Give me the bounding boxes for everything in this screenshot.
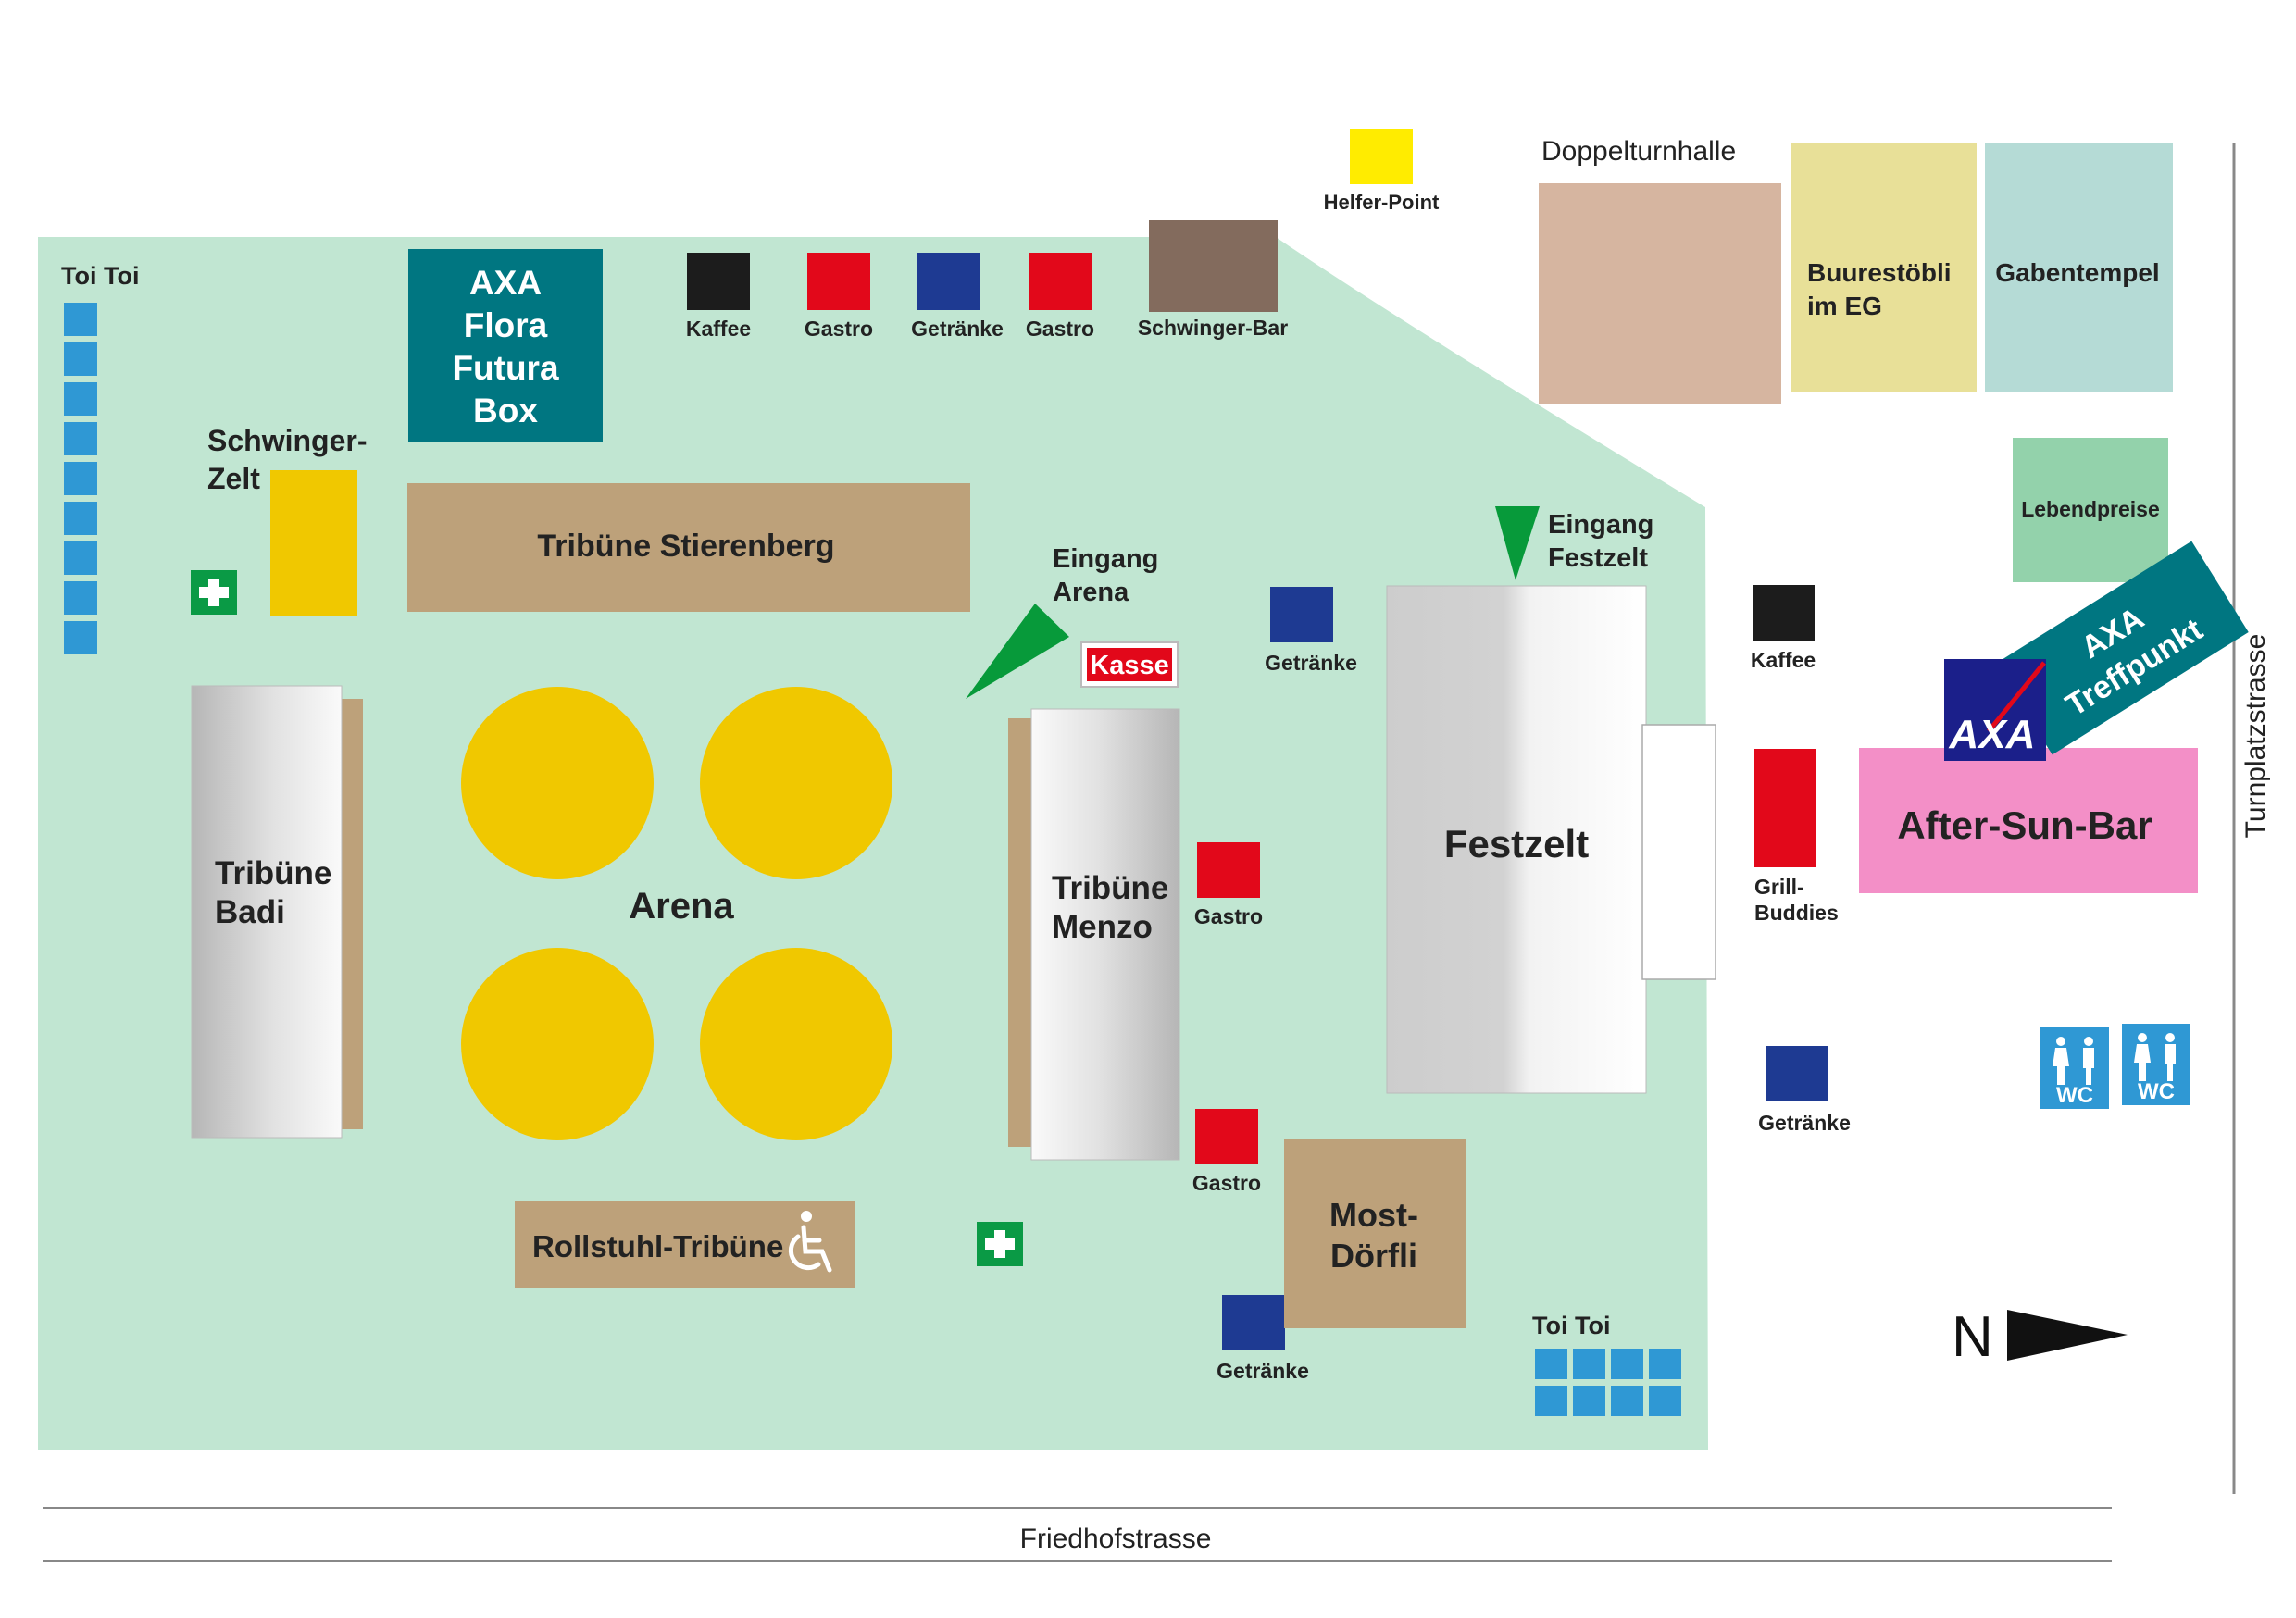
first-aid-lower-icon [977,1222,1023,1266]
getraenke-mid-label: Getränke [1265,651,1357,675]
svg-text:Kasse: Kasse [1090,651,1168,680]
street-friedhofstrasse: Friedhofstrasse [1020,1524,1212,1554]
buurestoebli-label-2: im EG [1807,292,1882,320]
svg-text:WC: WC [2138,1079,2175,1104]
stand-gastro-top-1 [807,253,870,310]
tribuene-badi-label-1: Tribüne [215,855,331,891]
entrance-arena-arrow-icon [966,604,1069,699]
schwinger-bar-label: Schwinger-Bar [1138,316,1288,340]
stand-getraenke-mid [1270,587,1333,642]
arena-rings [461,687,892,1140]
north-label: N [1952,1305,1993,1369]
stand-getraenke-low [1222,1295,1285,1350]
most-doerfli-label-2: Dörfli [1330,1237,1417,1275]
toitoi-right-cabins [1535,1349,1681,1416]
north-arrow-icon [2007,1310,2128,1361]
kaffee-top-label: Kaffee [686,317,751,341]
svg-text:Flora: Flora [464,306,548,344]
wc-icon: WC [2040,1027,2109,1109]
axa-flora-label: AXA Flora Futura Box [452,264,559,429]
gabentempel [1985,143,2173,392]
rollstuhl-tribuene-label: Rollstuhl-Tribüne [532,1229,783,1263]
stand-grill-buddies [1754,749,1816,867]
helfer-point-label: Helfer-Point [1324,191,1440,214]
gastro-mid-label: Gastro [1194,904,1263,928]
lebendpreise-label: Lebendpreise [2021,497,2160,521]
axa-treffpunkt: AXA Treffpunkt [1995,541,2249,755]
getraenke-right-label: Getränke [1758,1111,1851,1135]
gastro-top-1-label: Gastro [805,317,873,341]
rollstuhl-tribuene [515,1201,855,1288]
street-turnplatzstrasse: Turnplatzstrasse [2240,634,2271,839]
toitoi-right-label: Toi Toi [1532,1312,1610,1339]
schwinger-zelt-label-1: Schwinger- [207,424,367,457]
wheelchair-icon [788,1211,832,1273]
stand-kaffee-top [687,253,750,310]
stand-getraenke-right [1766,1046,1828,1101]
gabentempel-label: Gabentempel [1995,258,2159,287]
buurestoebli [1791,143,1977,392]
entrance-festzelt-arrow-icon [1495,506,1540,580]
toitoi-left-label: Toi Toi [61,262,139,290]
schwinger-bar [1149,220,1278,312]
toitoi-left-cabins [64,303,97,654]
stand-gastro-top-2 [1029,253,1092,310]
doppelturnhalle-label: Doppelturnhalle [1541,136,1736,167]
svg-text:AXA: AXA [1949,712,2036,757]
gastro-top-2-label: Gastro [1026,317,1094,341]
stand-getraenke-top [917,253,980,310]
arena-label: Arena [629,886,734,927]
stand-kaffee-right [1753,585,1815,641]
tribuene-menzo-label-2: Menzo [1052,909,1153,945]
getraenke-top-label: Getränke [911,317,1004,341]
helfer-point [1350,129,1413,184]
gastro-low-label: Gastro [1192,1171,1261,1195]
wc-icon-2: WC [2122,1024,2190,1105]
eingang-arena-label-1: Eingang [1053,544,1158,574]
axa-flora-futura-box [408,249,603,442]
festzelt-label: Festzelt [1444,822,1589,865]
kaffee-right-label: Kaffee [1751,648,1816,672]
after-sun-bar-label: After-Sun-Bar [1897,803,2152,847]
tribuene-badi [191,685,343,1139]
svg-text:Futura: Futura [452,349,559,387]
eingang-festzelt-label-1: Eingang [1548,510,1653,540]
schwinger-zelt [270,470,357,616]
festzelt [1386,585,1647,1094]
most-doerfli [1284,1139,1466,1328]
schwinger-zelt-label-2: Zelt [207,462,260,495]
svg-text:WC: WC [2056,1083,2093,1108]
after-sun-bar [1859,748,2198,893]
eingang-arena-label-2: Arena [1053,578,1129,607]
svg-text:AXA: AXA [469,264,542,302]
festzelt-annex [1641,724,1716,980]
tribuene-badi-backing [340,699,363,1129]
doppelturnhalle [1539,183,1781,404]
kasse-sign: Kasse [1080,641,1179,688]
tribuene-stierenberg-label: Tribüne Stierenberg [537,529,834,564]
eingang-festzelt-label-2: Festzelt [1548,543,1648,573]
grill-buddies-label-2: Buddies [1754,901,1839,925]
tribuene-badi-label-2: Badi [215,894,285,930]
tribuene-menzo-backing [1008,718,1033,1147]
most-doerfli-label-1: Most- [1329,1196,1418,1234]
getraenke-low-label: Getränke [1217,1359,1309,1383]
first-aid-icon [191,570,237,615]
tribuene-menzo-label-1: Tribüne [1052,870,1168,906]
grill-buddies-label-1: Grill- [1754,875,1804,899]
lebendpreise [2013,438,2168,582]
svg-text:Box: Box [473,392,538,429]
stand-gastro-mid [1197,842,1260,898]
buurestoebli-label-1: Buurestöbli [1807,258,1952,287]
tribuene-stierenberg [407,483,970,612]
stand-gastro-low [1195,1109,1258,1164]
tribuene-menzo [1030,708,1180,1161]
axa-logo: AXA [1944,659,2046,761]
